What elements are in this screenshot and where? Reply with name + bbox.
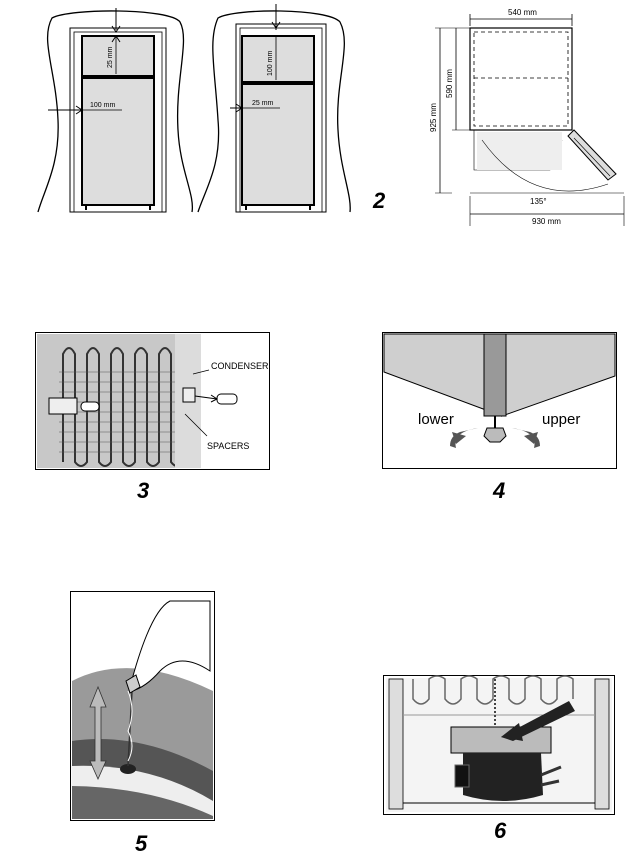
figure-3-condenser: CONDENSER SPACERS [35,332,270,470]
figure-3-number: 3 [137,478,150,503]
condenser-label: CONDENSER [211,361,269,371]
width-label: 540 mm [508,8,537,17]
upper-label: upper [542,411,580,428]
figure-4-number: 4 [493,478,506,503]
figure-5-number: 5 [135,831,148,856]
right-top-gap-label: 100 mm [267,51,274,76]
figure-2-number: 2 [373,188,386,213]
figure-4-feet: lower upper [382,332,617,469]
figure-5-drain [70,591,215,821]
depth-label: 930 mm [532,217,561,226]
total-height-label: 925 mm [429,103,438,132]
left-side-gap-label: 100 mm [90,102,115,109]
figure-2-fridges: 25 mm 100 mm 100 mm 25 mm [37,4,351,213]
right-side-gap-label: 25 mm [252,100,274,107]
left-top-gap-label: 25 mm [107,46,114,68]
lower-label: lower [418,411,454,428]
spacers-label: SPACERS [207,441,249,451]
figure-6-number: 6 [494,818,507,843]
figure-2-dimensions: 540 mm 135° 925 mm 590 mm 930 mm [429,8,625,226]
upper-height-label: 590 mm [445,69,454,98]
figure-6-compressor [383,675,615,815]
angle-label: 135° [530,197,547,206]
